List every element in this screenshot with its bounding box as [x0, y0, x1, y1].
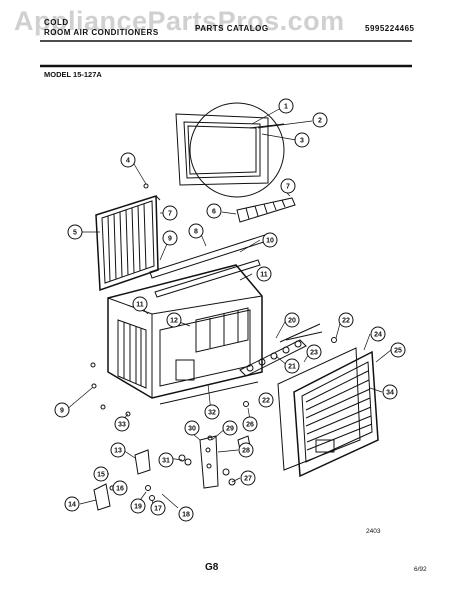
- callout-label: 15: [97, 472, 105, 479]
- cabinet: [107, 264, 263, 405]
- callout-label: 22: [262, 398, 270, 405]
- page-number: G8: [205, 562, 219, 573]
- callout-bubble: [166, 312, 182, 328]
- callout-label: 2: [318, 118, 322, 125]
- callout-label: 14: [68, 502, 76, 509]
- figure-number: 2403: [366, 528, 381, 535]
- callout-label: 12: [170, 318, 178, 325]
- watermark: AppliancePartsPros.com: [14, 6, 345, 36]
- callout-label: 1: [284, 104, 288, 111]
- callout-bubble: [258, 392, 274, 408]
- callout-label: 33: [118, 422, 126, 429]
- header-product: ROOM AIR CONDITIONERS: [44, 28, 159, 37]
- callout-bubble: [158, 452, 174, 468]
- callout-bubble: [54, 402, 70, 418]
- callout-bubble: [206, 203, 222, 219]
- callout-bubble: [178, 506, 194, 522]
- callout-label: 31: [162, 458, 170, 465]
- header-part-number: 5995224465: [365, 24, 415, 33]
- callout-label: 4: [126, 158, 130, 165]
- callout-label: 25: [394, 348, 402, 355]
- callout-bubble: [278, 98, 294, 114]
- callout-label: 11: [136, 302, 144, 309]
- header-catalog: PARTS CATALOG: [195, 24, 269, 33]
- front-panel-detail: [175, 113, 285, 186]
- callout-bubble: [294, 132, 310, 148]
- callout-bubble: [112, 480, 128, 496]
- callout-label: 6: [212, 209, 216, 216]
- callout-label: 24: [374, 332, 382, 339]
- callout-label: 9: [168, 236, 172, 243]
- callout-bubble: [162, 230, 178, 246]
- callout-label: 32: [208, 410, 216, 417]
- callout-bubble: [238, 442, 254, 458]
- callout-label: 7: [286, 184, 290, 191]
- catalog-date: 6/92: [414, 566, 427, 573]
- callout-label: 23: [310, 350, 318, 357]
- callout-bubble: [280, 178, 296, 194]
- callout-label: 22: [342, 318, 350, 325]
- front-grille: [293, 350, 379, 478]
- callout-label: 10: [266, 238, 274, 245]
- callout-label: 9: [60, 408, 64, 415]
- callout-bubble: [64, 496, 80, 512]
- header-brand: COLD: [44, 18, 69, 27]
- callout-bubble: [162, 205, 178, 221]
- callout-bubble: [338, 312, 354, 328]
- callout-bubble: [240, 470, 256, 486]
- callout-label: 19: [134, 504, 142, 511]
- callout-bubble: [120, 152, 136, 168]
- callout-label: 13: [114, 448, 122, 455]
- callout-label: 11: [260, 272, 268, 279]
- callout-bubble: [204, 404, 220, 420]
- callout-label: 3: [300, 138, 304, 145]
- callout-label: 5: [73, 230, 77, 237]
- callout-bubble: [284, 312, 300, 328]
- callout-bubble: [382, 384, 398, 400]
- callout-bubble: [184, 420, 200, 436]
- callout-label: 17: [154, 506, 162, 513]
- filter-panel-left: [95, 194, 161, 292]
- control-panel: [199, 435, 219, 489]
- detail-circle: [189, 102, 285, 198]
- callout-label: 21: [288, 364, 296, 371]
- callout-label: 29: [226, 426, 234, 433]
- callout-bubble: [132, 296, 148, 312]
- callout-label: 18: [182, 512, 190, 519]
- callout-label: 26: [246, 422, 254, 429]
- callout-bubble: [390, 342, 406, 358]
- callout-label: 20: [288, 318, 296, 325]
- callout-bubble: [150, 500, 166, 516]
- callout-bubble: [222, 420, 238, 436]
- callout-bubble: [262, 232, 278, 248]
- callout-bubble: [110, 442, 126, 458]
- callout-label: 30: [188, 426, 196, 433]
- callout-bubble: [312, 112, 328, 128]
- heater-element: [239, 323, 323, 377]
- callout-bubble: [93, 466, 109, 482]
- gasket-panel: [277, 347, 361, 471]
- callout-label: 28: [242, 448, 250, 455]
- callout-label: 7: [168, 211, 172, 218]
- callout-bubble: [256, 266, 272, 282]
- callout-label: 34: [386, 390, 394, 397]
- callout-bubble: [130, 498, 146, 514]
- vent-louver-upper: [236, 197, 296, 223]
- callout-bubble: [67, 224, 83, 240]
- callout-bubble: [284, 358, 300, 374]
- model-label: MODEL 15-127A: [44, 70, 102, 79]
- screws: [90, 183, 149, 417]
- callout-bubble: [306, 344, 322, 360]
- callout-bubble: [370, 326, 386, 342]
- callout-bubble: [114, 416, 130, 432]
- callout-bubble: [242, 416, 258, 432]
- callout-group: 1234567789910111112131415161718192021222…: [54, 98, 406, 522]
- callout-label: 8: [194, 229, 198, 236]
- top-rail: [154, 259, 261, 298]
- callout-label: 27: [244, 476, 252, 483]
- callout-bubble: [188, 223, 204, 239]
- callout-label: 16: [116, 486, 124, 493]
